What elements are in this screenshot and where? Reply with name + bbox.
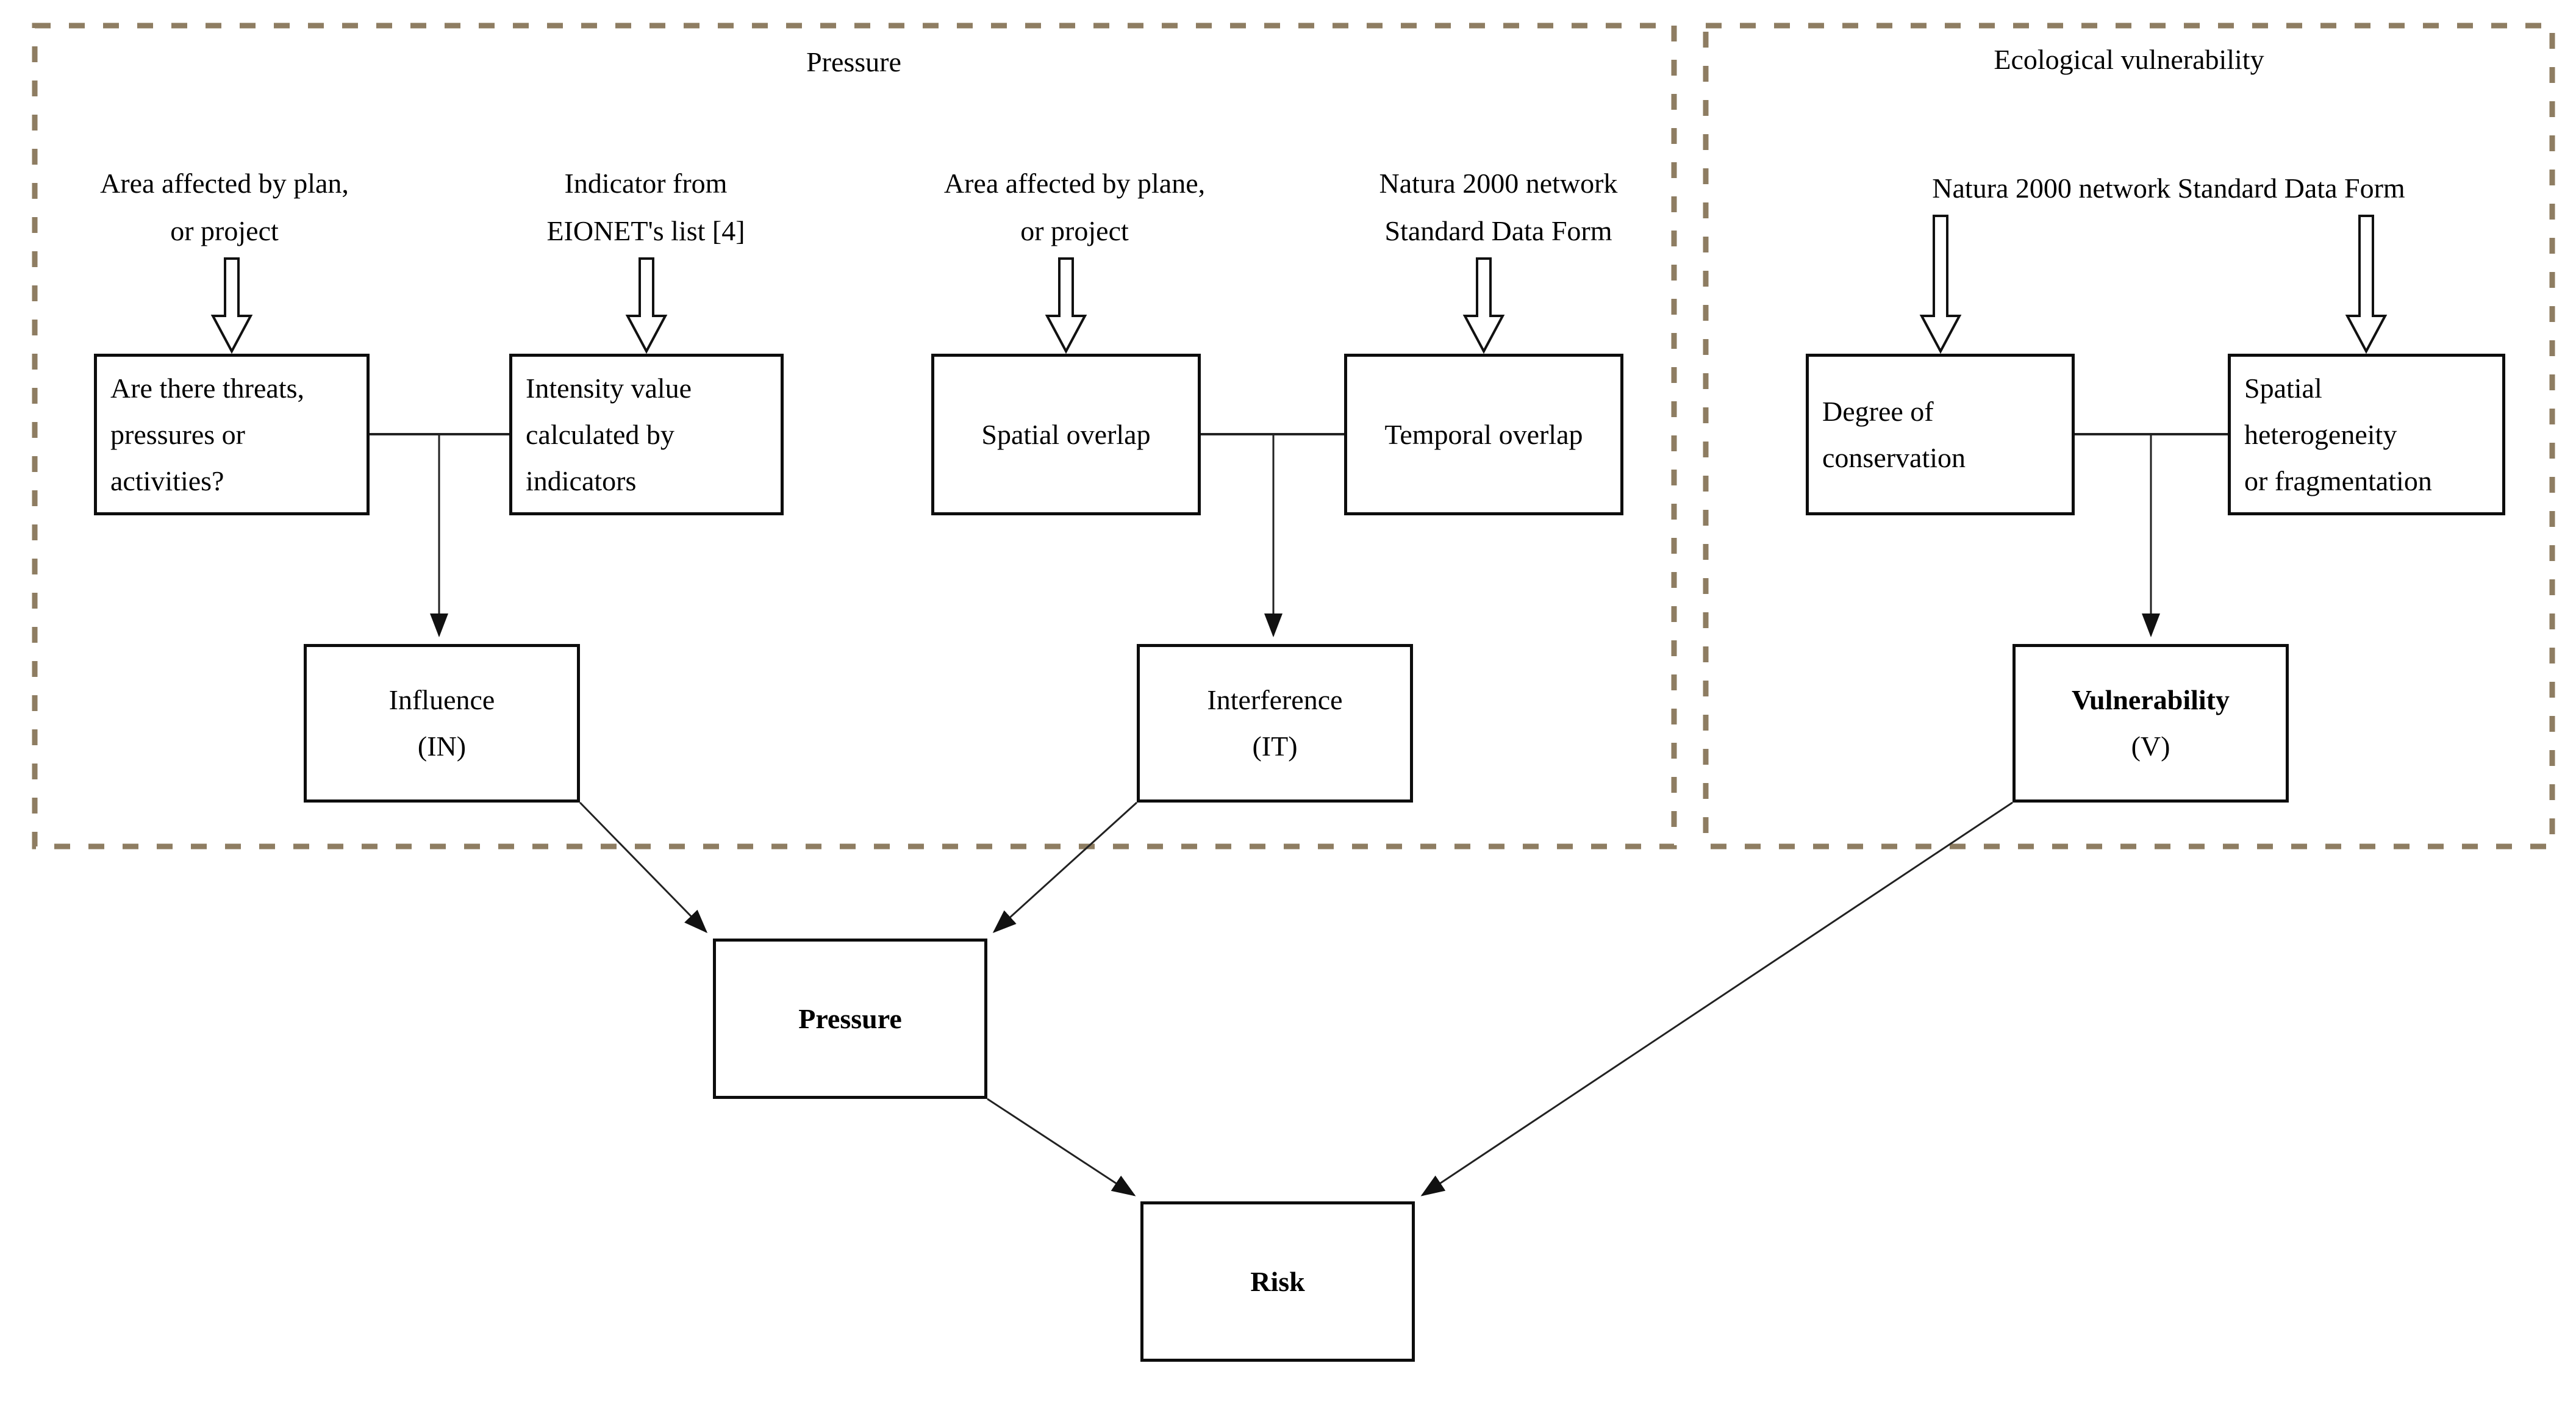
ecological-panel-border (1703, 23, 2555, 849)
arrow-influence-to-pressure (579, 801, 708, 934)
block-arrow-area-plan-icon (210, 257, 253, 354)
vulnerability-symbol: (V) (2131, 731, 2170, 762)
block-arrow-natura-degree-icon (1919, 215, 1962, 354)
block-arrow-indicator-icon (625, 257, 668, 354)
pressure-panel-border (32, 23, 1677, 849)
block-arrow-area-plane-icon (1045, 257, 1087, 354)
box-influence: Influence (IN) (304, 644, 580, 803)
box-spatial-overlap: Spatial overlap (931, 354, 1201, 515)
ecological-panel-title: Ecological vulnerability (1994, 44, 2264, 75)
arrow-vulnerability-to-risk (1420, 801, 2013, 1196)
vulnerability-label: Vulnerability (2071, 684, 2230, 715)
box-risk-result: Risk (1140, 1201, 1415, 1362)
box-intensity-value: Intensity value calculated by indicators (509, 354, 784, 515)
box-threats-pressures: Are there threats, pressures or activiti… (94, 354, 370, 515)
box-spatial-heterogeneity: Spatial heterogeneity or fragmentation (2228, 354, 2505, 515)
box-pressure-result: Pressure (713, 939, 987, 1099)
label-area-affected-plan: Area affected by plan, or project (100, 168, 349, 246)
label-area-affected-plane: Area affected by plane, or project (943, 168, 1206, 246)
pressure-panel-title: Pressure (806, 46, 901, 77)
block-arrow-natura-heterogeneity-icon (2345, 215, 2388, 354)
arrow-interference-to-pressure (992, 801, 1138, 934)
label-indicator-eionet: Indicator from EIONET's list [4] (546, 168, 745, 246)
label-natura-2000-left: Natura 2000 network Standard Data Form (1379, 168, 1618, 246)
arrow-pressure-to-risk (987, 1098, 1136, 1196)
block-arrow-natura-left-icon (1462, 257, 1505, 354)
box-interference: Interference (IT) (1137, 644, 1413, 803)
box-temporal-overlap: Temporal overlap (1344, 354, 1623, 515)
label-natura-2000-right: Natura 2000 network Standard Data Form (1932, 173, 2405, 204)
box-degree-conservation: Degree of conservation (1806, 354, 2075, 515)
box-vulnerability: Vulnerability (V) (2012, 644, 2289, 803)
